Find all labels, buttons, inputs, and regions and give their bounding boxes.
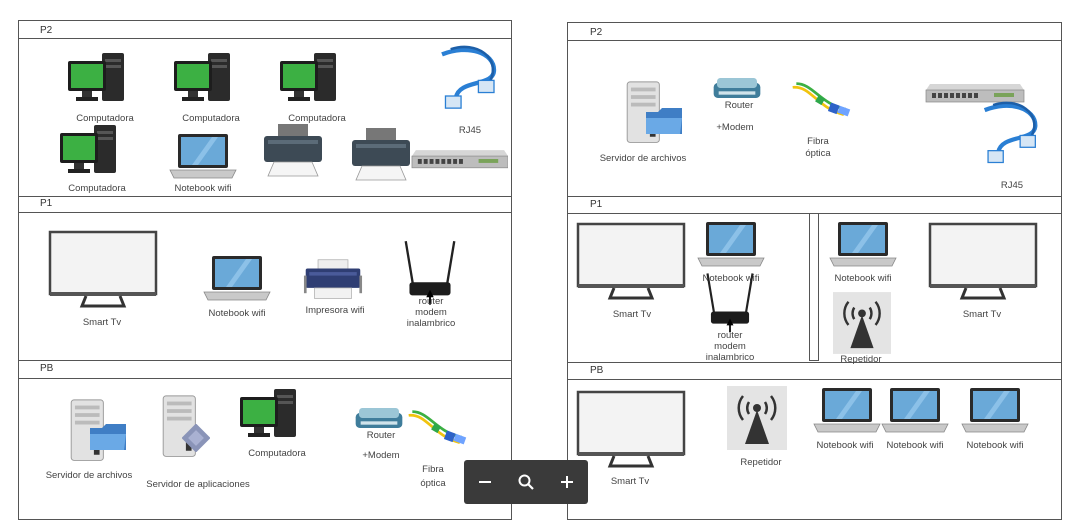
smart-tv-icon [928,220,1038,304]
zoom-out-button[interactable] [467,464,503,500]
device-label: Notebook wifi [816,440,874,451]
laptop-icon [202,254,272,304]
left-floor-label-p1: P1 [40,198,53,209]
wifi-printer-icon [302,258,364,302]
rj45-cable-icon [970,100,1050,176]
device-label: Router [366,430,396,441]
folder-icon [88,422,128,452]
laptop-icon [828,220,898,270]
device-label: Smart Tv [82,317,122,328]
left-floor-label-pb: PB [40,363,54,374]
device-label: Router [724,100,754,111]
device-label: Computadora [76,113,134,124]
device-label: +Modem [362,450,400,461]
fiber-optic-icon [788,80,854,122]
device-label: Notebook wifi [702,273,760,284]
device-label: Notebook wifi [208,308,266,319]
right-p1-header-line [567,213,1062,214]
device-label: RJ45 [1000,180,1024,191]
device-label: Computadora [288,113,346,124]
device-label: Computadora [248,448,306,459]
application-icon [182,424,210,452]
device-label: modem [714,341,746,352]
computer-icon [278,50,342,108]
device-label: Servidor de archivos [45,470,133,481]
device-label: router [717,330,743,341]
device-label: óptica [420,478,446,489]
computer-icon [172,50,236,108]
wifi-repeater-icon [727,386,787,450]
device-label: Repetidor [840,354,882,365]
device-label: inalambrico [406,318,456,329]
device-label: Impresora wifi [305,305,365,316]
left-p1-top-line [18,196,512,197]
device-label: Smart Tv [962,309,1002,320]
computer-icon [238,386,302,444]
device-label: Servidor de archivos [599,153,687,164]
router-modem-icon [354,404,404,432]
computer-icon [58,122,122,180]
wireless-router-icon [704,270,756,334]
right-floor-label-pb: PB [590,365,604,376]
fiber-optic-icon [404,408,470,450]
zoom-reset-button[interactable] [508,464,544,500]
device-label: óptica [805,148,831,159]
printer-icon [346,126,416,182]
right-pb-top-line [567,362,1062,363]
plus-icon [561,476,574,488]
right-p1-bottom-divider-line [809,360,819,361]
left-pb-header-line [18,378,512,379]
computer-icon [66,50,130,108]
laptop-icon [812,386,882,436]
laptop-icon [696,220,766,270]
laptop-icon [880,386,950,436]
device-label: Servidor de aplicaciones [146,479,250,490]
device-label: Computadora [68,183,126,194]
left-pb-top-line [18,360,512,361]
rj45-cable-icon [428,44,508,122]
network-switch-icon [410,148,508,170]
laptop-icon [168,132,238,182]
device-label: inalambrico [705,352,755,363]
device-label: Notebook wifi [174,183,232,194]
device-label: Smart Tv [610,476,650,487]
device-label: Repetidor [740,457,782,468]
device-label: Notebook wifi [966,440,1024,451]
device-label: modem [415,307,447,318]
device-label: Notebook wifi [834,273,892,284]
magnifier-icon [518,474,534,490]
smart-tv-icon [576,220,686,304]
right-p1-room-divider [809,213,810,360]
laptop-icon [960,386,1030,436]
right-floor-label-p2: P2 [590,27,603,38]
right-p2-header-line [567,40,1062,41]
folder-icon [644,106,684,136]
right-p1-room-divider [818,213,819,360]
device-label: Smart Tv [612,309,652,320]
right-pb-header-line [567,379,1062,380]
minus-icon [478,481,491,483]
device-label: router [418,296,444,307]
device-label: Notebook wifi [886,440,944,451]
router-modem-icon [712,74,762,102]
device-label: +Modem [716,122,754,133]
device-label: RJ45 [458,125,482,136]
left-floor-label-p2: P2 [40,25,53,36]
printer-icon [258,122,328,178]
device-label: Fibra [422,464,444,475]
left-p1-header-line [18,212,512,213]
smart-tv-icon [48,230,158,310]
wifi-repeater-icon [833,292,891,354]
zoom-toolbar [464,460,588,504]
left-p2-header-line [18,38,512,39]
zoom-in-button[interactable] [549,464,585,500]
device-label: Computadora [182,113,240,124]
smart-tv-icon [576,386,686,474]
right-floor-label-p1: P1 [590,199,603,210]
device-label: Fibra [807,136,829,147]
right-p1-top-line [567,196,1062,197]
